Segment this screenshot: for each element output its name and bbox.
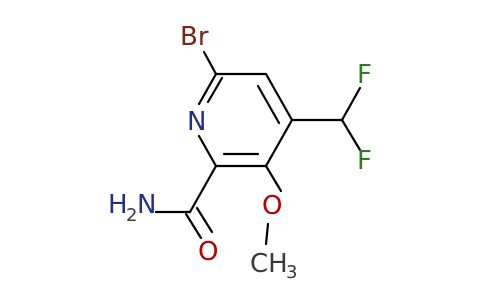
- carbonyl-oxygen-label: O: [198, 237, 218, 267]
- methoxy-oxygen-label: O: [262, 191, 282, 221]
- bond-c2-carbonyl: [188, 164, 218, 214]
- bond-c2-n: [197, 134, 218, 168]
- bond-cf2h-f-bottom: [340, 118, 362, 152]
- amide-h-subscript: 2: [126, 205, 137, 226]
- bond-c6-br: [202, 50, 218, 76]
- ring-nitrogen-label: N: [187, 107, 206, 137]
- bond-c3-o: [264, 164, 283, 193]
- bromine-label: Br: [180, 22, 209, 52]
- bond-c4-c3: [264, 118, 294, 168]
- bond-carbonyl-o-1: [184, 212, 203, 240]
- amide-h-label: H: [108, 190, 128, 220]
- amide-n-label: N: [137, 190, 156, 220]
- methyl-subscript: 3: [286, 262, 297, 283]
- bond-c5-c4: [264, 72, 294, 122]
- atom-labels: Br N F F H 2 N O O CH 3: [108, 22, 372, 283]
- bond-carbonyl-o-2: [195, 206, 214, 234]
- bonds: [154, 50, 362, 246]
- bond-c5-c4-double: [256, 84, 281, 125]
- fluorine-bottom-label: F: [357, 146, 372, 176]
- methyl-label: CH: [250, 249, 288, 279]
- fluorine-top-label: F: [357, 60, 372, 90]
- bond-cf2h-f-top: [340, 86, 362, 122]
- bond-n-c6: [197, 72, 218, 106]
- bond-o-ch3: [264, 222, 270, 246]
- bond-n-c6-double: [206, 76, 224, 104]
